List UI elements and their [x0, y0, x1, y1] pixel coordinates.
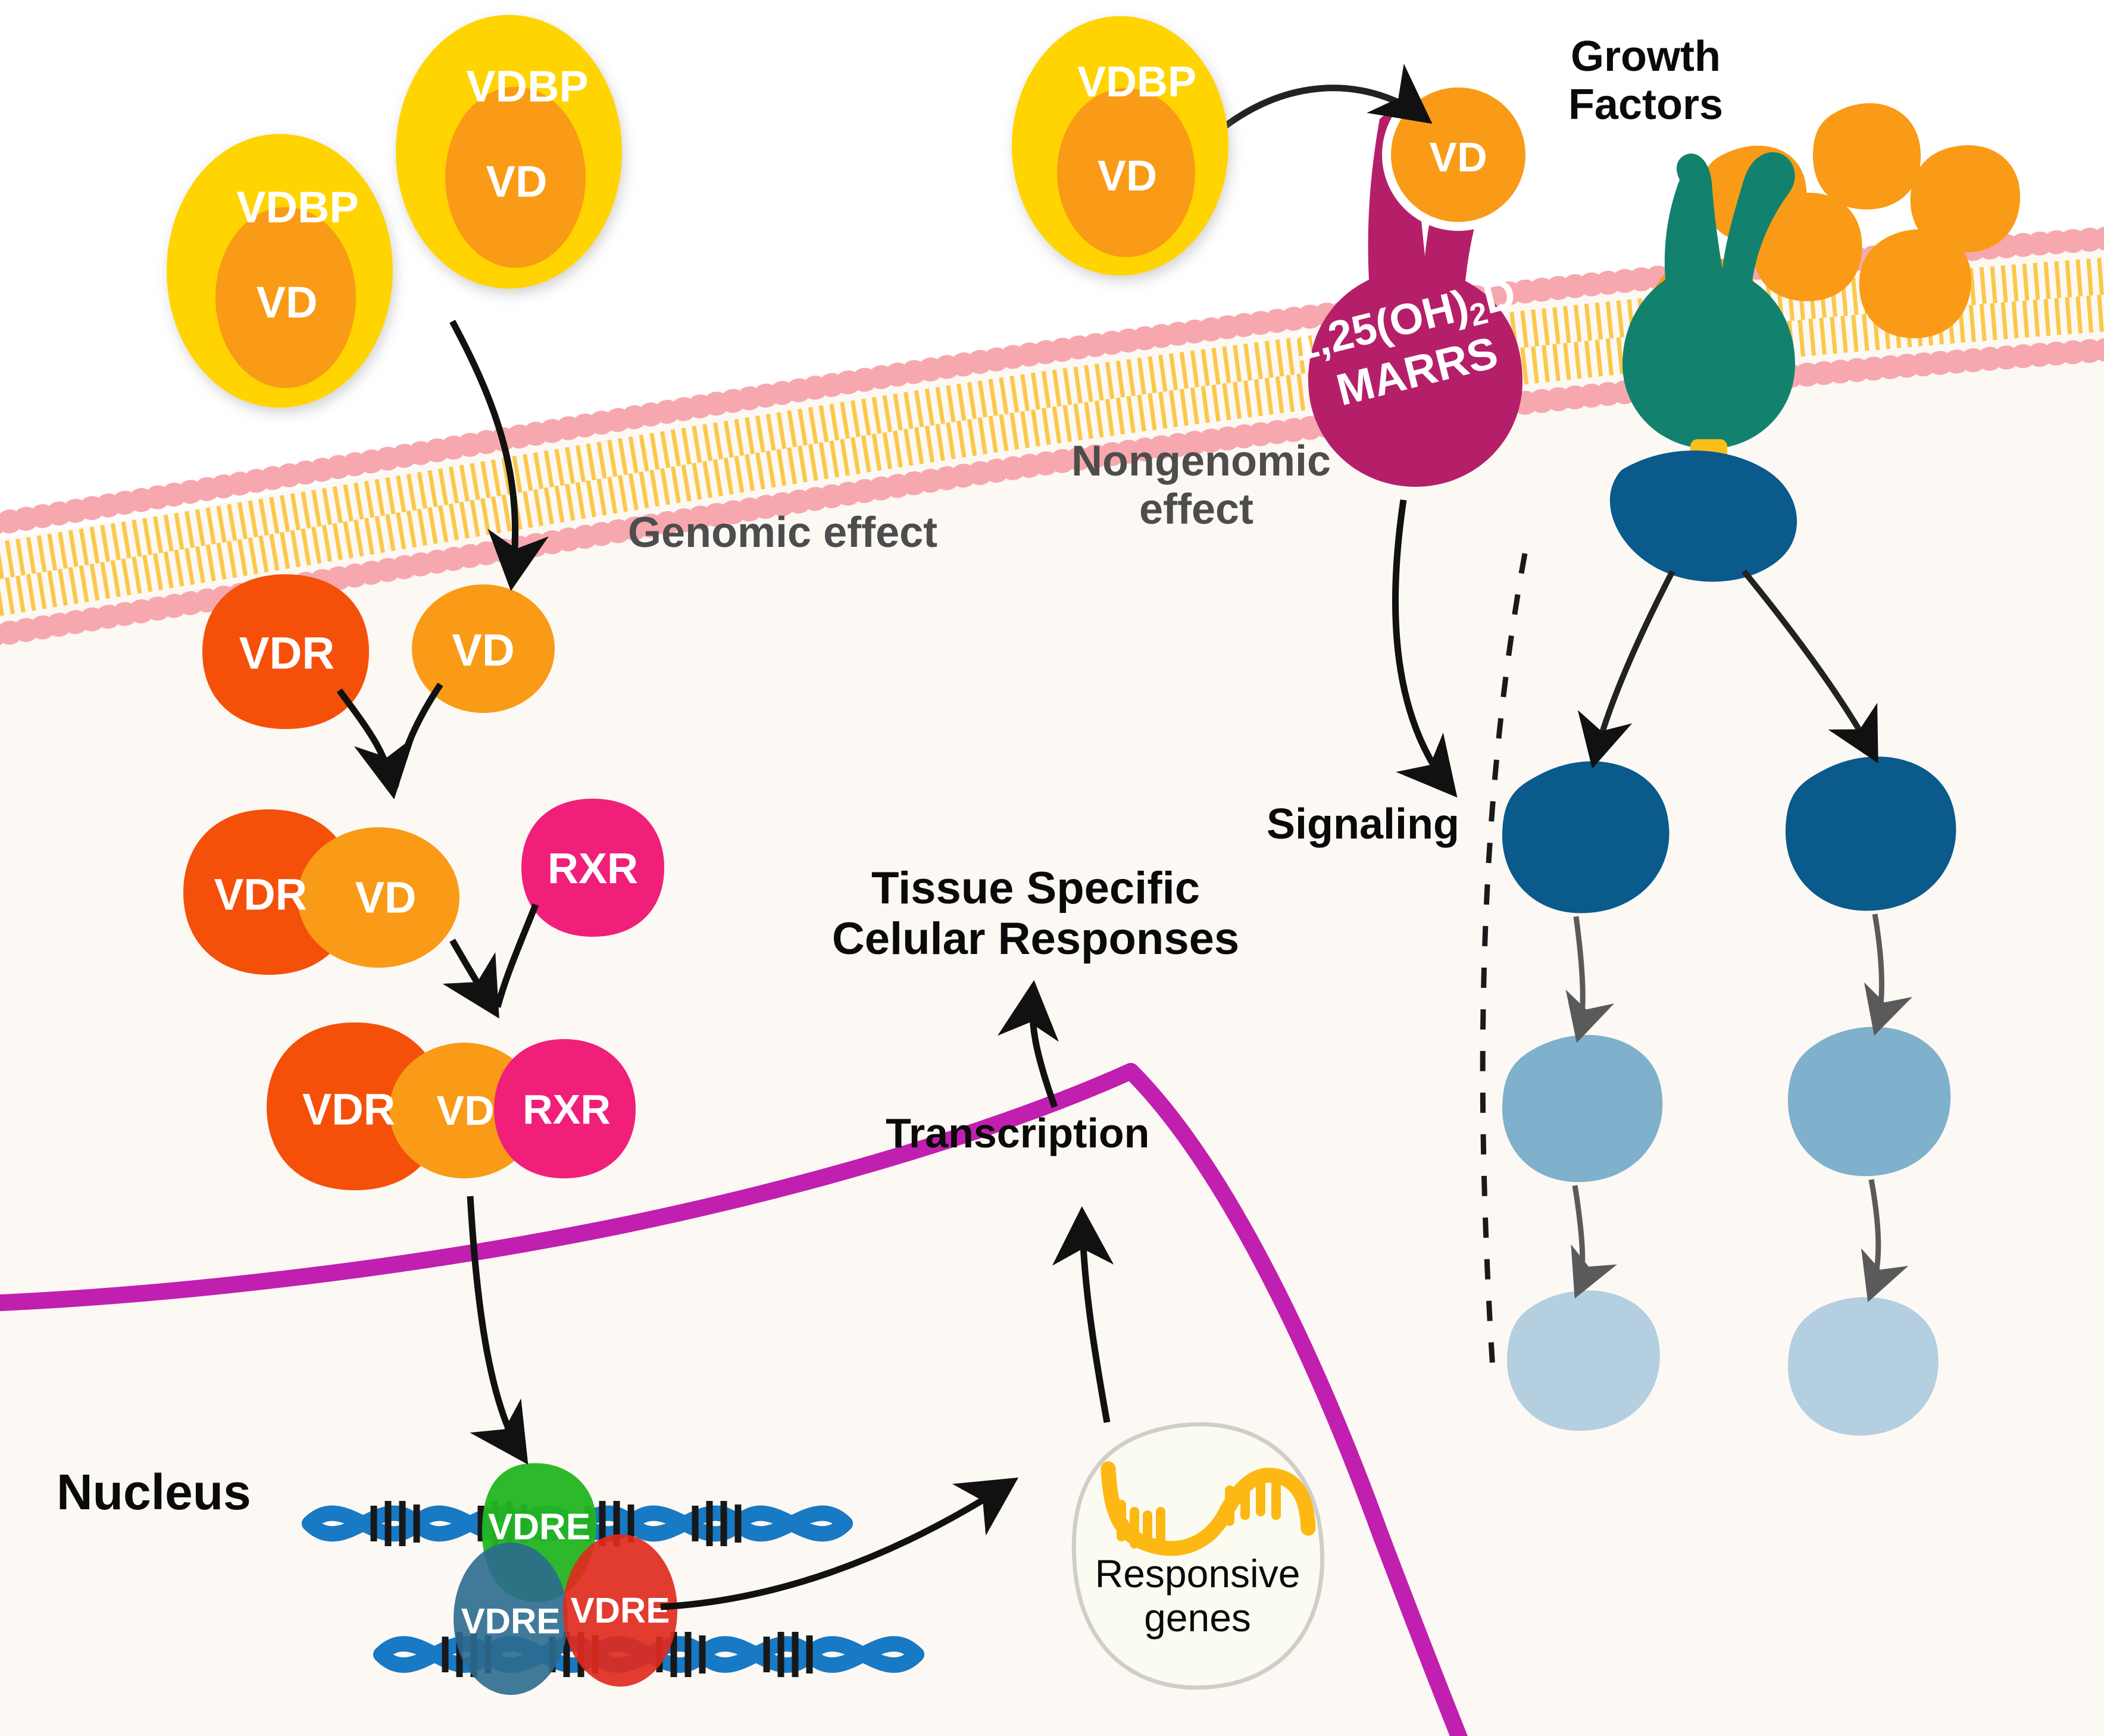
- signaling-label: Signaling: [1267, 800, 1459, 848]
- transcription-label: Transcription: [886, 1110, 1150, 1156]
- svg-text:VDR: VDR: [239, 628, 334, 679]
- svg-text:RXR: RXR: [523, 1086, 611, 1133]
- nongenomic-line-1: Nongenomic: [1071, 437, 1331, 485]
- vdr-monomer: VDR: [202, 574, 369, 729]
- svg-text:RXR: RXR: [548, 845, 638, 893]
- nongenomic-line-2: effect: [1139, 485, 1254, 533]
- vdre-site-red: VDRE: [563, 1534, 677, 1687]
- tissue-response-line-1: Tissue Specific: [871, 863, 1200, 914]
- growth-factor-receptor[interactable]: [1622, 152, 1795, 470]
- receptor-bound-kinase: [1609, 450, 1797, 582]
- vdr-vd-dimer: VDR VD: [183, 809, 459, 975]
- growth-factors-line-2: Factors: [1568, 80, 1724, 129]
- svg-text:VDRE: VDRE: [461, 1602, 561, 1641]
- svg-text:VD: VD: [452, 625, 515, 676]
- kinase-cascade: [1502, 756, 1956, 1436]
- vdr-vd-rxr-trimer: VDR VD RXR: [267, 1022, 636, 1190]
- responsive-genes-bubble[interactable]: [1071, 1422, 1324, 1690]
- svg-text:VDR: VDR: [302, 1085, 395, 1134]
- growth-factors-label: Growth Factors: [1547, 33, 1744, 129]
- vd-bound-label: VD: [1429, 134, 1487, 180]
- responsive-genes-line-1: Responsive: [1095, 1552, 1300, 1596]
- svg-text:VD: VD: [436, 1087, 494, 1134]
- nucleus-label: Nucleus: [57, 1464, 251, 1520]
- svg-text:VD: VD: [355, 873, 417, 922]
- growth-factors-line-1: Growth: [1571, 33, 1721, 80]
- nongenomic-effect-label: Nongenomic effect: [1071, 437, 1331, 533]
- rxr-monomer: RXR: [521, 799, 664, 937]
- responsive-genes-line-2: genes: [1144, 1595, 1251, 1640]
- vdre-site-blue: VDRE: [454, 1543, 568, 1695]
- svg-text:VDRE: VDRE: [571, 1591, 670, 1631]
- svg-text:VDR: VDR: [214, 870, 307, 919]
- tissue-response-label: Tissue Specific Celular Responses: [827, 863, 1244, 964]
- genomic-effect-label: Genomic effect: [628, 509, 938, 556]
- responsive-genes-label: Responsive genes: [1078, 1552, 1317, 1640]
- tissue-response-line-2: Celular Responses: [831, 914, 1240, 965]
- vd-monomer: VD: [412, 584, 555, 713]
- svg-text:VDRE: VDRE: [488, 1507, 590, 1548]
- nuclear-envelope: [0, 1063, 1468, 1736]
- vd-ligand-bound: VD: [1382, 79, 1534, 231]
